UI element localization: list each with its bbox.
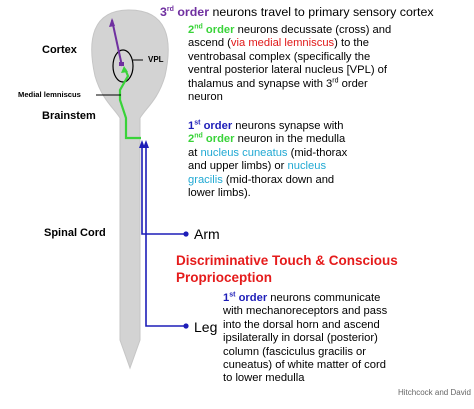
first-order-dorsal-line-7: to lower medulla: [223, 372, 305, 385]
vpl-label: VPL: [148, 55, 164, 64]
first-order-medulla-line-2-rest: neuron in the medulla: [234, 133, 346, 146]
first-order-medulla-line-4: and upper limbs) or nucleus: [188, 160, 347, 173]
first-order-medulla-caption: 1st order neurons synapse with 2nd order…: [188, 119, 347, 200]
cortex-label: Cortex: [42, 44, 77, 56]
first-order-medulla-second-word: order: [202, 133, 235, 146]
third-order-word: order: [173, 5, 210, 19]
third-order-neuron: [111, 19, 123, 67]
first-order-dorsal-ordinal-sup: st: [229, 291, 236, 299]
second-order-line-2-b: ) to the: [334, 37, 369, 50]
first-order-medulla-word: order: [200, 120, 233, 132]
thalamus-oval: [112, 49, 134, 83]
first-order-medulla-line-2: 2nd order neuron in the medulla: [188, 133, 347, 146]
pathway-heading-line-1: Discriminative Touch & Conscious: [176, 253, 398, 268]
first-order-medulla-line-1-rest: neurons synapse with: [232, 120, 344, 132]
second-order-neuron: [118, 68, 141, 140]
first-order-medulla-line-5-b: (mid-thorax down and: [222, 173, 335, 186]
second-order-line-5-a: thalamus and synapse with 3: [188, 77, 333, 90]
image-credit: Hitchcock and David: [398, 388, 471, 397]
first-order-dorsal-line-4: ipsilaterally in dorsal (posterior): [223, 332, 378, 345]
medial-lemniscus-phrase: via medial lemniscus: [230, 37, 335, 50]
third-order-ordinal: 3: [160, 5, 167, 19]
second-order-line-2-a: ascend (: [188, 37, 231, 50]
second-order-line-1-rest: neurons decussate (cross) and: [234, 24, 392, 36]
first-order-medulla-line-6: lower limbs).: [188, 187, 251, 200]
second-order-caption: 2nd order neurons decussate (cross) and …: [188, 23, 392, 104]
nucleus-cuneatus-term: nucleus cuneatus: [200, 146, 288, 159]
second-order-word: order: [202, 24, 235, 36]
first-order-dorsal-line-2: with mechanoreceptors and pass: [223, 305, 388, 318]
first-order-arrowhead-leg: [143, 140, 149, 148]
first-order-medulla-line-3-a: at: [188, 146, 201, 159]
third-order-caption: 3rd order neurons travel to primary sens…: [160, 5, 434, 20]
first-order-dorsal-line-1: 1st order neurons communicate: [223, 291, 387, 305]
vpl-synapse-marker: [119, 62, 124, 66]
second-order-line-4: ventral posterior lateral nucleus [VPL) …: [188, 64, 387, 77]
first-order-dorsal-line-1-rest: neurons communicate: [267, 292, 381, 304]
brain-spinal-cord-shape: [91, 9, 169, 370]
first-order-medulla-ordinal: 1: [188, 120, 195, 132]
first-order-medulla-ordinal-sup: st: [194, 119, 201, 127]
second-order-line-5-b: order: [338, 77, 368, 90]
first-order-medulla-line-3: at nucleus cuneatus (mid-thorax: [188, 147, 347, 160]
first-order-medulla-second-sup: nd: [194, 132, 203, 140]
second-order-arrowhead: [121, 66, 128, 73]
first-order-dorsal-ordinal: 1: [223, 292, 230, 304]
spinal-cord-label: Spinal Cord: [44, 227, 106, 239]
first-order-neuron-leg: [145, 145, 186, 327]
first-order-medulla-second-ordinal: 2: [188, 133, 195, 146]
first-order-dorsal-line-5: column (fasciculus gracilis or: [223, 345, 366, 358]
nucleus-gracilis-term-part-2: gracilis: [188, 173, 223, 186]
first-order-dorsal-line-3: into the dorsal horn and ascend: [223, 318, 380, 331]
second-order-line-6: neuron: [188, 91, 223, 104]
pathway-heading: Discriminative Touch & Conscious Proprio…: [176, 252, 398, 286]
second-order-line-1: 2nd order neurons decussate (cross) and: [188, 23, 392, 37]
first-order-arrowhead-arm: [139, 140, 145, 148]
brainstem-label: Brainstem: [42, 110, 96, 122]
first-order-medulla-line-5: gracilis (mid-thorax down and: [188, 174, 347, 187]
second-order-line-5-sup: rd: [332, 76, 339, 84]
first-order-medulla-line-4-a: and upper limbs) or: [188, 160, 288, 173]
first-order-medulla-line-3-b: (mid-thorax: [287, 146, 348, 159]
first-order-dorsal-line-6: cuneatus) of white matter of cord: [223, 359, 386, 372]
second-order-ordinal: 2: [188, 24, 195, 36]
second-order-line-2: ascend (via medial lemniscus) to the: [188, 37, 391, 50]
leg-receptor-dot: [183, 323, 189, 329]
medial-lemniscus-label: Medial lemniscus: [18, 90, 81, 99]
first-order-neuron-arm: [141, 145, 186, 235]
arm-label: Arm: [194, 226, 220, 242]
second-order-line-3: ventrobasal complex (specifically the: [188, 50, 371, 63]
leg-label: Leg: [194, 319, 218, 335]
first-order-dorsal-word: order: [235, 292, 268, 304]
third-order-rest: neurons travel to primary sensory cortex: [209, 5, 434, 19]
first-order-dorsal-caption: 1st order neurons communicate with mecha…: [223, 291, 388, 386]
second-order-line-5: thalamus and synapse with 3rd order: [188, 76, 391, 91]
first-order-medulla-line-1: 1st order neurons synapse with: [188, 119, 347, 133]
nucleus-gracilis-term-part-1: nucleus: [287, 160, 327, 173]
second-order-ordinal-sup: nd: [194, 23, 203, 31]
third-order-ordinal-sup: rd: [166, 5, 174, 13]
pathway-heading-line-2: Proprioception: [176, 270, 273, 285]
arm-receptor-dot: [183, 231, 189, 237]
third-order-arrowhead: [109, 18, 115, 27]
